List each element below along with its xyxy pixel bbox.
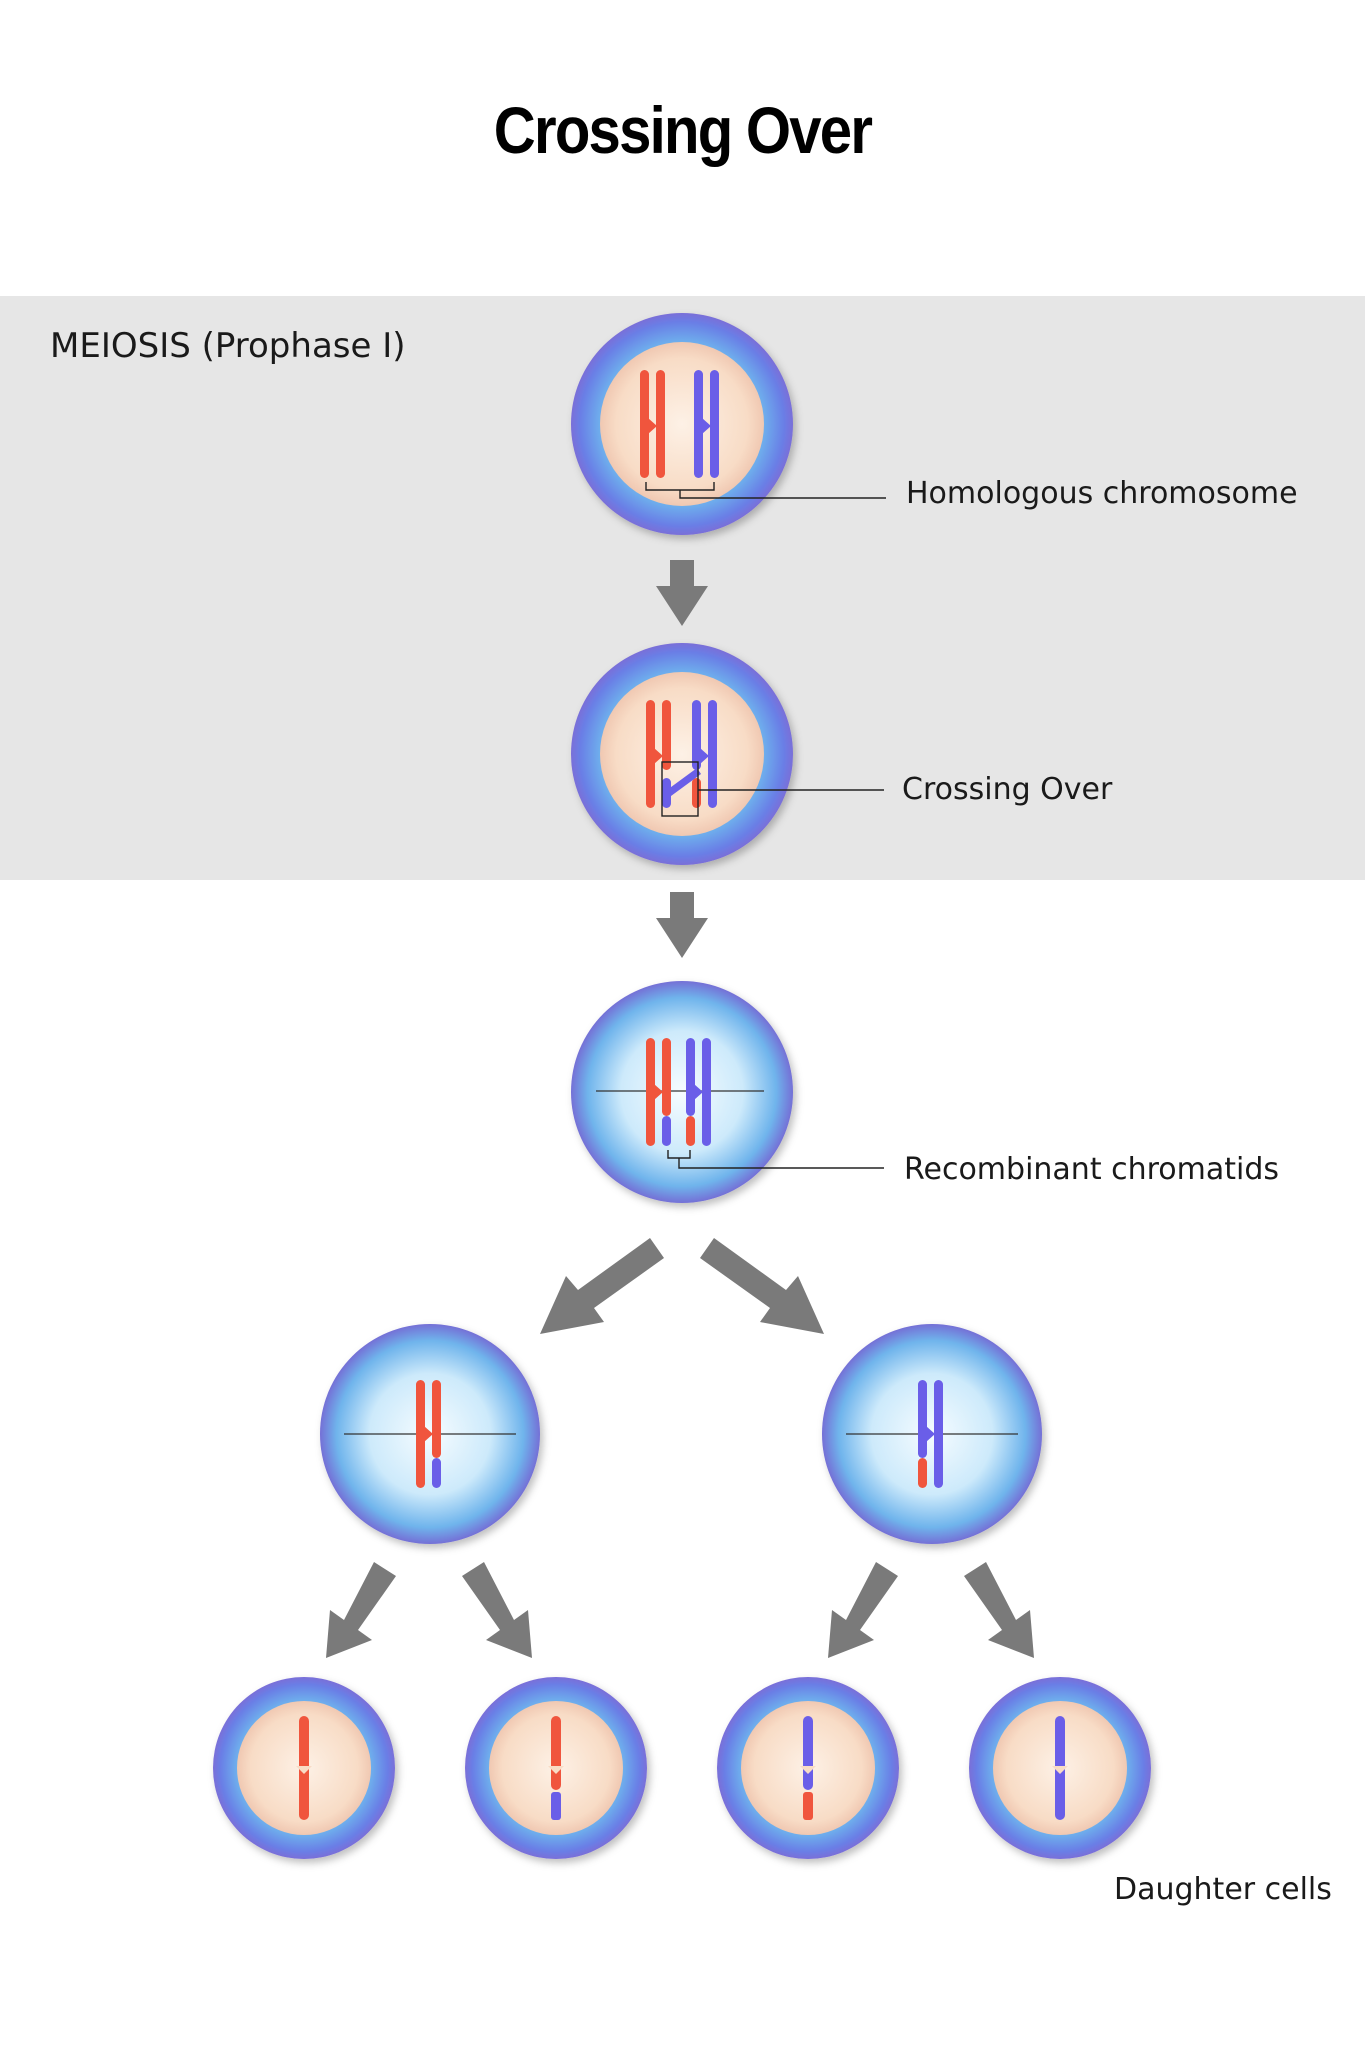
arrow-split-right	[700, 1238, 824, 1334]
daughter-cell-3	[717, 1677, 899, 1859]
cell-recombinant	[571, 981, 793, 1203]
meiosis-prophase-label: MEIOSIS (Prophase I)	[50, 326, 406, 366]
meiosis2-right-chromosome	[846, 1380, 1018, 1488]
daughter-cells-label: Daughter cells	[1114, 1872, 1332, 1907]
cell-homologous	[571, 313, 793, 535]
arrow-down-2	[656, 892, 708, 958]
recombinant-bracket-leader	[667, 1150, 884, 1169]
homologous-chromosome-label: Homologous chromosome	[906, 476, 1298, 511]
page-title: Crossing Over	[493, 93, 873, 167]
recombinant-chromatids-label: Recombinant chromatids	[904, 1152, 1280, 1187]
cell-crossing-over	[571, 643, 793, 865]
homologous-bracket-leader	[645, 482, 886, 499]
crossing-over-label: Crossing Over	[902, 772, 1113, 807]
daughter-cell-4	[969, 1677, 1151, 1859]
crossing-chromosomes	[646, 700, 717, 808]
homologous-chromosome-pair	[640, 370, 719, 478]
recombinant-chromosomes	[596, 1038, 764, 1146]
crossing-over-box-leader	[661, 761, 884, 817]
arrows-to-daughter-cells	[326, 1562, 1034, 1658]
daughter-cell-1	[213, 1677, 395, 1859]
arrow-down-1	[656, 560, 708, 626]
arrow-split-left	[540, 1238, 664, 1334]
meiosis2-left-chromosome	[344, 1380, 516, 1488]
daughter-cell-2	[465, 1677, 647, 1859]
